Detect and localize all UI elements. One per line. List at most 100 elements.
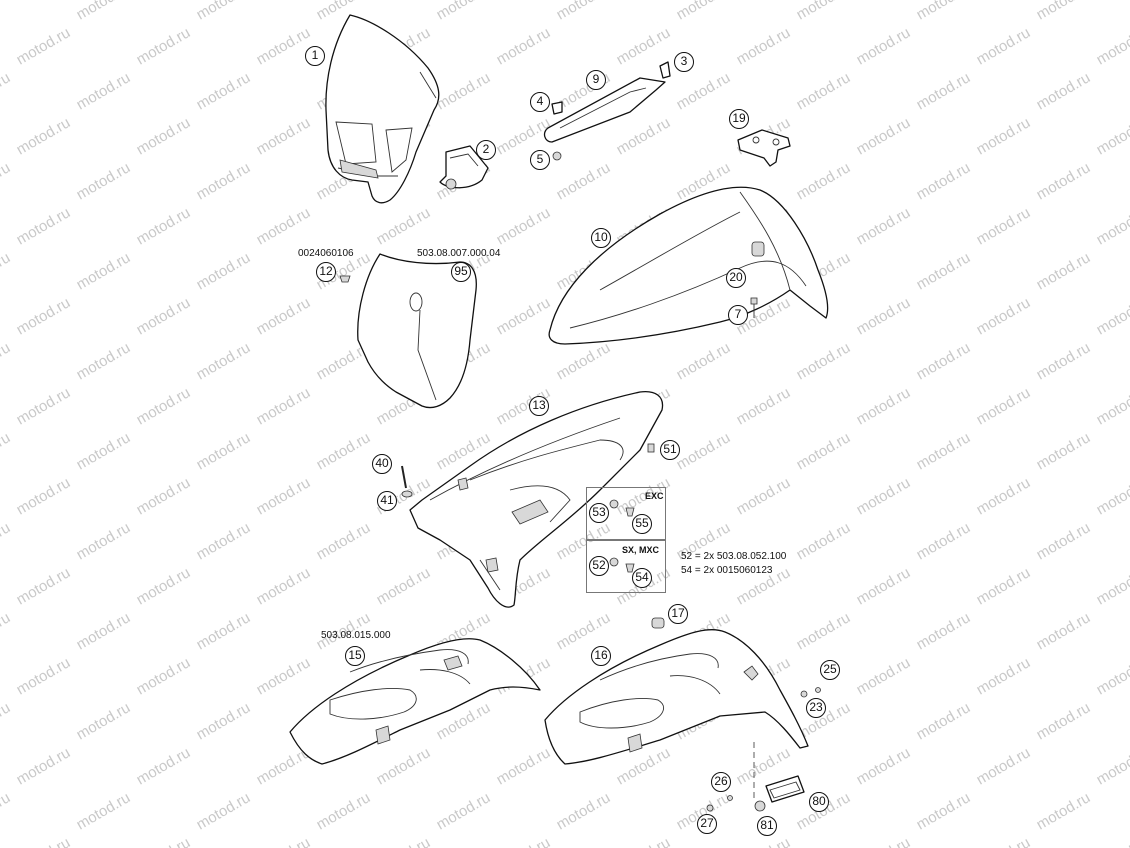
bracket-part <box>543 61 671 161</box>
variant-label-sx-mxc: SX, MXC <box>622 545 660 555</box>
callout-5: 5 <box>530 150 550 170</box>
watermark-text: motod.ru <box>554 789 614 833</box>
front-fender-part <box>548 186 829 345</box>
watermark-text: motod.ru <box>794 429 854 473</box>
watermark-text: motod.ru <box>74 339 134 383</box>
watermark-text: motod.ru <box>14 24 74 68</box>
callout-80: 80 <box>809 792 829 812</box>
watermark-text: motod.ru <box>794 609 854 653</box>
callout-7: 7 <box>728 305 748 325</box>
callout-3: 3 <box>674 52 694 72</box>
watermark-text: motod.ru <box>974 564 1034 608</box>
clamp-part <box>439 145 489 190</box>
callout-20: 20 <box>726 268 746 288</box>
callout-12: 12 <box>316 262 336 282</box>
watermark-text: motod.ru <box>1034 429 1094 473</box>
watermark-text: motod.ru <box>734 834 794 848</box>
watermark-text: motod.ru <box>854 654 914 698</box>
watermark-text: motod.ru <box>854 834 914 848</box>
watermark-text: motod.ru <box>974 294 1034 338</box>
callout-55: 55 <box>632 514 652 534</box>
watermark-text: motod.ru <box>14 204 74 248</box>
watermark-text: motod.ru <box>134 24 194 68</box>
watermark-text: motod.ru <box>494 834 554 848</box>
watermark-text: motod.ru <box>734 474 794 518</box>
watermark-text: motod.ru <box>194 69 254 113</box>
watermark-text: motod.ru <box>374 834 434 848</box>
watermark-text: motod.ru <box>134 384 194 428</box>
watermark-text: motod.ru <box>254 564 314 608</box>
watermark-text: motod.ru <box>374 744 434 788</box>
watermark-text: motod.ru <box>914 519 974 563</box>
watermark-text: motod.ru <box>854 24 914 68</box>
watermark-text: motod.ru <box>914 609 974 653</box>
callout-53: 53 <box>589 503 609 523</box>
watermark-text: motod.ru <box>134 474 194 518</box>
watermark-text: motod.ru <box>254 384 314 428</box>
watermark-text: motod.ru <box>134 744 194 788</box>
callout-16: 16 <box>591 646 611 666</box>
watermark-text: motod.ru <box>14 834 74 848</box>
watermark-text: motod.ru <box>74 69 134 113</box>
watermark-text: motod.ru <box>1034 249 1094 293</box>
watermark-text: motod.ru <box>674 429 734 473</box>
watermark-text: motod.ru <box>914 69 974 113</box>
watermark-text: motod.ru <box>674 0 734 23</box>
watermark-text: motod.ru <box>14 564 74 608</box>
watermark-text: motod.ru <box>0 429 13 473</box>
callout-4: 4 <box>530 92 550 112</box>
callout-1: 1 <box>305 46 325 66</box>
watermark-text: motod.ru <box>494 744 554 788</box>
bolt-40-part <box>401 465 413 498</box>
watermark-text: motod.ru <box>854 384 914 428</box>
watermark-text: motod.ru <box>914 159 974 203</box>
watermark-text: motod.ru <box>74 789 134 833</box>
watermark-text: motod.ru <box>194 339 254 383</box>
watermark-text: motod.ru <box>134 294 194 338</box>
variant-screws <box>609 499 635 573</box>
watermark-text: motod.ru <box>554 159 614 203</box>
watermark-text: motod.ru <box>0 69 13 113</box>
watermark-text: motod.ru <box>314 789 374 833</box>
watermark-text: motod.ru <box>614 24 674 68</box>
watermark-text: motod.ru <box>434 0 494 23</box>
watermark-text: motod.ru <box>0 0 13 23</box>
watermark-text: motod.ru <box>1094 834 1130 848</box>
callout-81: 81 <box>757 816 777 836</box>
watermark-text: motod.ru <box>14 654 74 698</box>
watermark-text: motod.ru <box>254 294 314 338</box>
watermark-text: motod.ru <box>1094 294 1130 338</box>
watermark-text: motod.ru <box>374 564 434 608</box>
watermark-text: motod.ru <box>134 834 194 848</box>
callout-17: 17 <box>668 604 688 624</box>
watermark-text: motod.ru <box>314 519 374 563</box>
watermark-text: motod.ru <box>1094 204 1130 248</box>
watermark-text: motod.ru <box>74 429 134 473</box>
watermark-text: motod.ru <box>14 294 74 338</box>
watermark-text: motod.ru <box>914 429 974 473</box>
watermark-text: motod.ru <box>0 519 13 563</box>
shroud-right-part <box>544 617 809 800</box>
callout-27: 27 <box>697 814 717 834</box>
small-bracket-part <box>737 129 791 167</box>
watermark-text: motod.ru <box>0 339 13 383</box>
headlight-mask-part <box>325 14 440 204</box>
watermark-text: motod.ru <box>134 114 194 158</box>
watermark-text: motod.ru <box>14 384 74 428</box>
callout-95: 95 <box>451 262 471 282</box>
variant-label-exc: EXC <box>645 491 664 501</box>
callout-52: 52 <box>589 556 609 576</box>
variant-box-exc <box>586 487 666 540</box>
watermark-text: motod.ru <box>1034 789 1094 833</box>
watermark-text: motod.ru <box>0 249 13 293</box>
watermark-text: motod.ru <box>134 564 194 608</box>
watermark-text: motod.ru <box>194 159 254 203</box>
watermark-text: motod.ru <box>74 159 134 203</box>
variant-box-sx-mxc <box>586 540 666 593</box>
watermark-text: motod.ru <box>194 699 254 743</box>
callout-41: 41 <box>377 491 397 511</box>
watermark-text: motod.ru <box>1034 339 1094 383</box>
watermark-text: motod.ru <box>134 654 194 698</box>
watermark-text: motod.ru <box>254 474 314 518</box>
